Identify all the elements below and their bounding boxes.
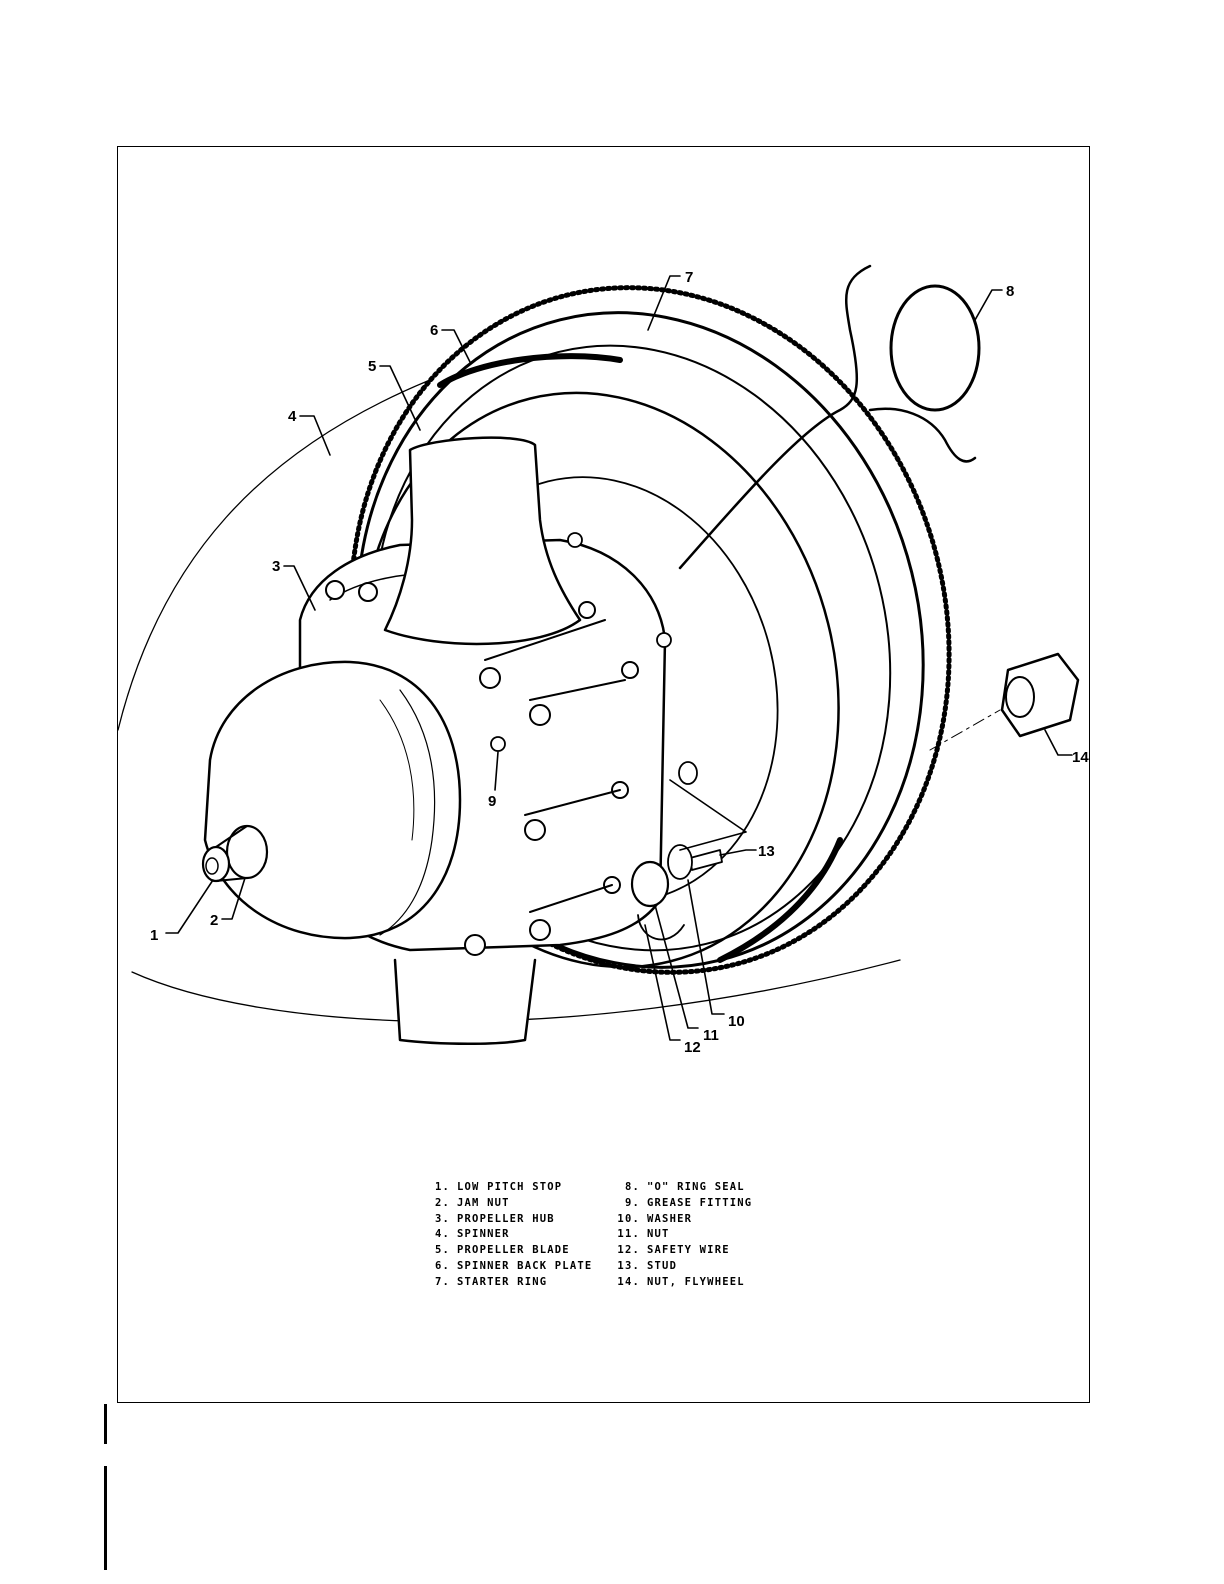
legend-item: 3.PROPELLER HUB <box>422 1212 622 1228</box>
legend-column-right: 8."O" RING SEAL 9.GREASE FITTING 10.WASH… <box>612 1180 812 1291</box>
legend-item: 6.SPINNER BACK PLATE <box>422 1259 622 1275</box>
legend-item: 14.NUT, FLYWHEEL <box>612 1275 812 1291</box>
legend-item: 7.STARTER RING <box>422 1275 622 1291</box>
legend-item: 8."O" RING SEAL <box>612 1180 812 1196</box>
leader-12 <box>645 925 680 1040</box>
callout-14: 14 <box>1072 749 1089 766</box>
legend-item: 10.WASHER <box>612 1212 812 1228</box>
callout-7: 7 <box>685 269 693 286</box>
callout-1: 1 <box>150 927 158 944</box>
callout-9: 9 <box>488 793 496 810</box>
flywheel-nut <box>1002 654 1078 736</box>
grease-fitting <box>491 737 505 751</box>
leader-7 <box>648 276 680 330</box>
jam-nut <box>227 826 267 878</box>
callout-4: 4 <box>288 408 297 425</box>
callout-2: 2 <box>210 912 218 929</box>
callout-6: 6 <box>430 322 438 339</box>
leader-8 <box>975 290 1002 320</box>
legend-item: 9.GREASE FITTING <box>612 1196 812 1212</box>
legend-item: 12.SAFETY WIRE <box>612 1243 812 1259</box>
callout-13: 13 <box>758 843 775 860</box>
callout-3: 3 <box>272 558 280 575</box>
legend-item: 5.PROPELLER BLADE <box>422 1243 622 1259</box>
stud <box>690 850 722 870</box>
ring-section-cutout <box>680 266 975 568</box>
legend-item: 4.SPINNER <box>422 1227 622 1243</box>
callout-10: 10 <box>728 1013 745 1030</box>
nut <box>632 862 668 906</box>
legend-column-left: 1.LOW PITCH STOP 2.JAM NUT 3.PROPELLER H… <box>422 1180 622 1291</box>
callout-12: 12 <box>684 1039 701 1056</box>
legend-item: 13.STUD <box>612 1259 812 1275</box>
legend-item: 1.LOW PITCH STOP <box>422 1180 622 1196</box>
leader-14 <box>1045 730 1072 755</box>
legend-item: 11.NUT <box>612 1227 812 1243</box>
leader-4 <box>300 416 330 455</box>
callout-8: 8 <box>1006 283 1014 300</box>
leader-1 <box>166 880 213 933</box>
leader-13 <box>670 780 756 855</box>
o-ring-seal <box>891 286 979 410</box>
legend-item: 2.JAM NUT <box>422 1196 622 1212</box>
callout-5: 5 <box>368 358 376 375</box>
hub-dome <box>205 662 460 938</box>
callout-11: 11 <box>703 1027 719 1044</box>
